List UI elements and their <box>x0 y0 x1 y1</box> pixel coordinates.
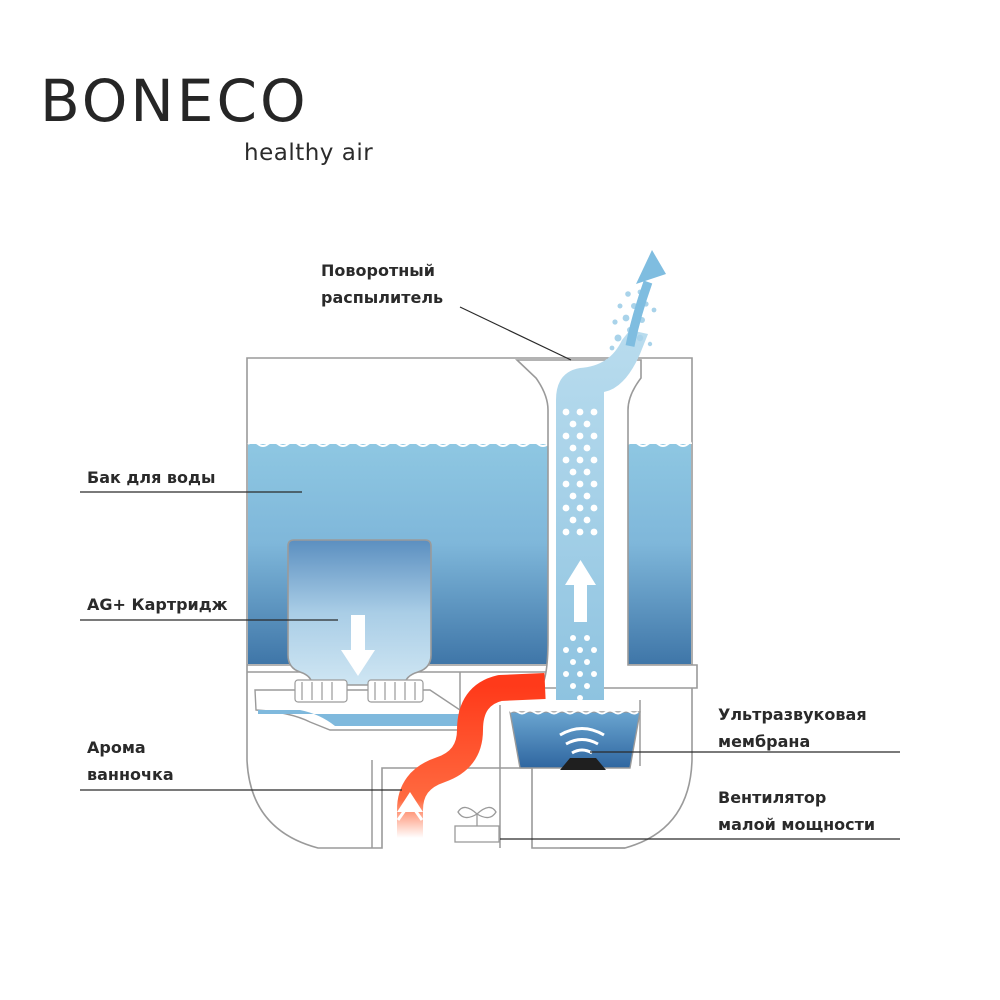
ag-cartridge <box>287 539 432 686</box>
fan-label: Вентилятор малой мощности <box>718 784 875 838</box>
nozzle-label: Поворотный распылитель <box>321 257 443 311</box>
aroma-tray <box>254 679 461 731</box>
fan-icon <box>454 806 500 843</box>
aroma-label-line2: ванночка <box>87 765 174 784</box>
leader-lines <box>80 306 900 840</box>
warm-air-flow <box>397 673 546 838</box>
membrane-label-line1: Ультразвуковая <box>718 705 867 724</box>
membrane-label: Ультразвуковая мембрана <box>718 701 867 755</box>
mist-arrow-up-icon <box>565 560 596 622</box>
brand-logo: BONECO <box>40 67 309 135</box>
fan-label-line2: малой мощности <box>718 815 876 834</box>
nozzle-label-line1: Поворотный <box>321 261 435 280</box>
ultrasonic-membrane <box>560 758 606 770</box>
cartridge-arrow-down-icon <box>341 615 375 676</box>
fan-label-line1: Вентилятор <box>718 788 827 807</box>
brand-tagline: healthy air <box>244 140 374 166</box>
water-tank-label: Бак для воды <box>87 468 216 487</box>
membrane-label-line2: мембрана <box>718 732 811 751</box>
cartridge-label: AG+ Картридж <box>87 595 228 614</box>
mist-droplets <box>562 408 598 701</box>
mist-out-arrow-icon <box>625 250 666 347</box>
nozzle-label-line2: распылитель <box>321 288 444 307</box>
basin-wave <box>509 709 639 715</box>
aroma-tray-label: Арома ванночка <box>87 734 174 788</box>
aroma-label-line1: Арома <box>87 738 146 757</box>
